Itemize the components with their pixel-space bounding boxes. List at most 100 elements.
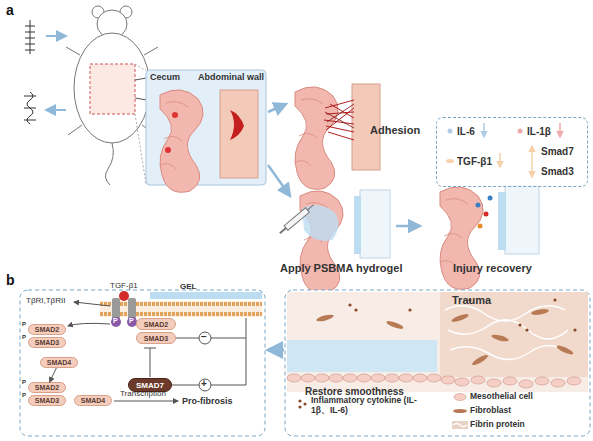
art-shape [396, 225, 420, 228]
art-shape [385, 374, 399, 382]
art-shape [112, 298, 120, 320]
art-shape [278, 203, 316, 236]
label-text: Cecum [150, 72, 180, 82]
art-shape [357, 374, 371, 382]
art-shape [413, 374, 427, 382]
art-shape [24, 96, 36, 120]
node-text: SMAD4 [81, 397, 106, 404]
smad-pill: SMAD4 [74, 395, 112, 406]
node-text: SMAD2 [144, 321, 169, 328]
art-shape [160, 90, 203, 192]
art-shape [476, 203, 481, 208]
label-text: − [201, 331, 207, 342]
label-text: TβRI,TβRII [26, 296, 65, 305]
art-shape [427, 374, 441, 382]
hydrogel-drawing [278, 190, 390, 293]
label-text: P [22, 392, 26, 398]
node-text: IL-6 [457, 126, 475, 137]
art-shape [525, 328, 528, 331]
node-text: Smad7 [541, 146, 574, 157]
art-shape [445, 306, 570, 360]
art-shape [90, 64, 135, 114]
art-shape [371, 374, 385, 382]
art-shape [498, 192, 506, 250]
label-text: P [22, 321, 26, 327]
node-text: SMAD3 [35, 397, 60, 404]
recovery-drawing [440, 186, 539, 289]
label-text: Abdominal wall [198, 72, 264, 82]
art-shape [488, 196, 493, 201]
art-shape [114, 401, 178, 402]
art-shape [287, 374, 301, 382]
art-shape [567, 377, 581, 385]
node-text: SMAD2 [35, 384, 60, 391]
label-text: Apply PSBMA hydrogel [280, 262, 402, 274]
art-shape [303, 402, 306, 405]
label-text: Adhesion [370, 124, 420, 136]
label-text: P [22, 379, 26, 385]
art-shape [298, 399, 301, 402]
art-shape [325, 104, 354, 128]
label-text: P [113, 317, 118, 324]
art-shape [165, 147, 171, 153]
art-shape [315, 374, 329, 382]
art-shape [531, 308, 550, 316]
art-shape [316, 308, 575, 367]
art-shape [220, 90, 258, 178]
smad-pill: SMAD3 [136, 332, 176, 344]
art-shape [453, 409, 467, 413]
art-shape [144, 348, 156, 349]
art-shape [484, 212, 489, 217]
art-shape [478, 224, 483, 229]
art-shape [287, 340, 437, 372]
art-shape [455, 378, 469, 386]
art-shape [111, 317, 121, 327]
art-shape [287, 374, 581, 388]
node-text: SMAD7 [136, 381, 164, 390]
zoom-view [146, 70, 266, 192]
membrane [100, 291, 262, 327]
art-shape [199, 379, 211, 391]
art-shape [284, 208, 309, 231]
art-shape [471, 353, 489, 366]
art-shape [471, 376, 485, 384]
art-shape [386, 320, 405, 331]
adhesion-drawing [295, 84, 380, 189]
art-shape [503, 377, 517, 385]
art-shape [172, 318, 246, 385]
art-shape [295, 87, 338, 189]
legend-text: Mesothelial cell [470, 392, 580, 402]
art-shape [287, 292, 588, 392]
node-text: Smad3 [541, 166, 574, 177]
label-text: a [6, 2, 14, 18]
cytokine-box: IL-6IL-1βTGF-β1Smad7Smad3 [436, 117, 588, 187]
legend-samples [298, 394, 468, 430]
art-shape [440, 292, 588, 377]
art-shape [316, 313, 335, 322]
art-shape [68, 323, 110, 326]
art-shape [301, 374, 315, 382]
pathway-frame [20, 290, 265, 436]
art-shape [100, 301, 262, 317]
art-shape [268, 104, 286, 112]
smad-pill: SMAD3 [28, 395, 66, 406]
art-shape [329, 374, 343, 382]
art-shape [491, 333, 510, 342]
art-shape [307, 205, 313, 210]
art-shape [100, 312, 262, 316]
art-shape [268, 165, 290, 196]
art-shape [172, 112, 178, 118]
art-shape [150, 292, 262, 299]
node-text: SMAD3 [35, 339, 60, 346]
node-text: TGF-β1 [457, 156, 492, 167]
art-shape [150, 348, 151, 377]
art-shape [46, 35, 66, 37]
label-text: Transcription [120, 389, 166, 398]
art-shape [279, 227, 286, 234]
art-shape [74, 302, 110, 306]
label-text: TGF-β1 [110, 281, 138, 290]
art-shape [573, 328, 576, 331]
art-shape [298, 405, 301, 408]
